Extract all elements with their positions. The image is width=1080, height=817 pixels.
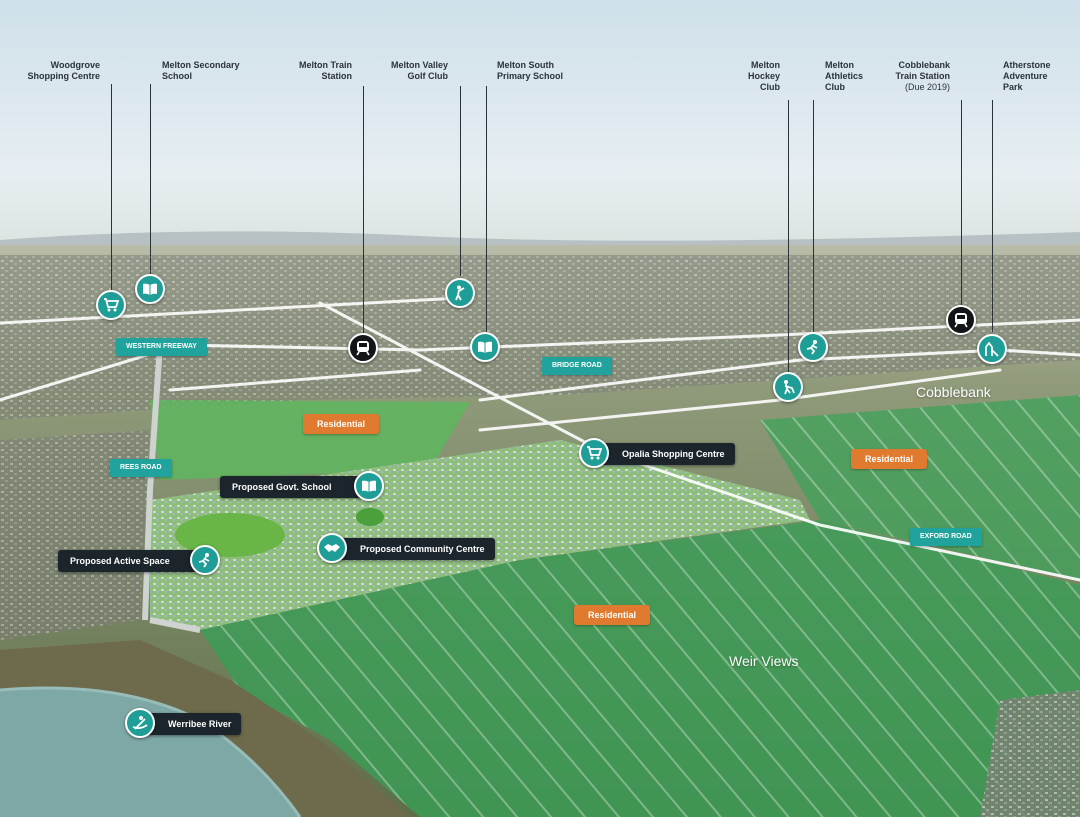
label-line: Park (1003, 82, 1023, 92)
label-cobblebank-station: Cobblebank Train Station (Due 2019) (880, 60, 950, 93)
residential-field-1 (150, 400, 470, 480)
label-line: Melton Secondary (162, 60, 240, 70)
label-line: Woodgrove (50, 60, 100, 70)
runner-icon[interactable] (190, 545, 220, 575)
residential-hatch-2 (760, 395, 1080, 580)
werribee-river-water (0, 688, 300, 817)
label-secondary-school: Melton Secondary School (162, 60, 240, 82)
label-athletics-club: Melton Athletics Club (825, 60, 863, 93)
active-space-callout[interactable]: Proposed Active Space (58, 550, 204, 572)
label-line: Athletics (825, 71, 864, 81)
label-line: Station (321, 71, 353, 81)
label-golf-club: Melton Valley Golf Club (382, 60, 448, 82)
handshake-icon[interactable] (317, 533, 347, 563)
cobblebank-station-leader (961, 100, 962, 306)
book-icon[interactable] (135, 274, 165, 304)
playground-icon[interactable] (977, 334, 1007, 364)
label-line: School (162, 71, 193, 81)
train-icon[interactable] (348, 333, 378, 363)
label-line: Golf Club (407, 71, 449, 81)
label-sub: (Due 2019) (904, 82, 950, 92)
secondary-school-leader (150, 84, 151, 276)
label-line: Cobblebank (898, 60, 950, 70)
label-train-station: Melton Train Station (290, 60, 352, 82)
label-woodgrove: Woodgrove Shopping Centre (24, 60, 101, 82)
train-station-leader (363, 86, 364, 336)
label-adventure-park: Atherstone Adventure Park (1003, 60, 1051, 93)
book-icon[interactable] (354, 471, 384, 501)
label-line: Primary School (497, 71, 564, 81)
shopping-cart-icon[interactable] (579, 438, 609, 468)
woodgrove-leader (111, 84, 112, 294)
exford-road-tag: EXFORD ROAD (910, 528, 982, 546)
adventure-park-leader (992, 100, 993, 332)
western-freeway-tag: WESTERN FREEWAY (116, 338, 207, 356)
suburbs-left (0, 430, 150, 640)
cobblebank-label: Cobblebank (916, 384, 991, 400)
local-roads (142, 344, 201, 633)
kayak-icon[interactable] (125, 708, 155, 738)
suburbs-bottom-right (980, 690, 1080, 817)
golf-club-leader (460, 86, 461, 276)
label-line: Shopping Centre (27, 71, 101, 81)
golf-icon[interactable] (445, 278, 475, 308)
rees-road-tag: REES ROAD (110, 459, 172, 477)
primary-school-leader (486, 86, 487, 332)
bridge-road-tag: BRIDGE ROAD (542, 357, 612, 375)
label-primary-school: Melton South Primary School (497, 60, 563, 82)
sky (0, 0, 1080, 250)
label-line: Melton Valley (390, 60, 448, 70)
hockey-club-leader (788, 100, 789, 372)
existing-suburbs (0, 255, 1080, 420)
label-line: Melton Train (298, 60, 352, 70)
residential-hatch-3 (200, 520, 1080, 817)
school-oval (356, 508, 384, 526)
hockey-icon[interactable] (773, 372, 803, 402)
label-line: Melton (751, 60, 780, 70)
weir-views-label: Weir Views (729, 653, 799, 669)
label-line: Hockey (747, 71, 780, 81)
label-line: Train Station (895, 71, 950, 81)
residential-tag: Residential (574, 605, 651, 625)
govt-school-callout[interactable]: Proposed Govt. School (220, 476, 366, 498)
shopping-cart-icon[interactable] (96, 290, 126, 320)
train-icon[interactable] (946, 305, 976, 335)
label-line: Club (760, 82, 780, 92)
label-line: Atherstone (1003, 60, 1051, 70)
label-hockey-club: Melton Hockey Club (740, 60, 780, 93)
community-centre-callout[interactable]: Proposed Community Centre (326, 538, 495, 560)
residential-tag: Residential (303, 414, 380, 434)
runner-icon[interactable] (798, 332, 828, 362)
residential-tag: Residential (851, 449, 928, 469)
book-icon[interactable] (470, 332, 500, 362)
label-line: Melton South (497, 60, 554, 70)
label-line: Adventure (1003, 71, 1048, 81)
label-line: Club (825, 82, 845, 92)
athletics-club-leader (813, 100, 814, 332)
werribee-river-callout[interactable]: Werribee River (134, 713, 242, 735)
opalia-callout[interactable]: Opalia Shopping Centre (588, 443, 735, 465)
label-line: Melton (825, 60, 854, 70)
